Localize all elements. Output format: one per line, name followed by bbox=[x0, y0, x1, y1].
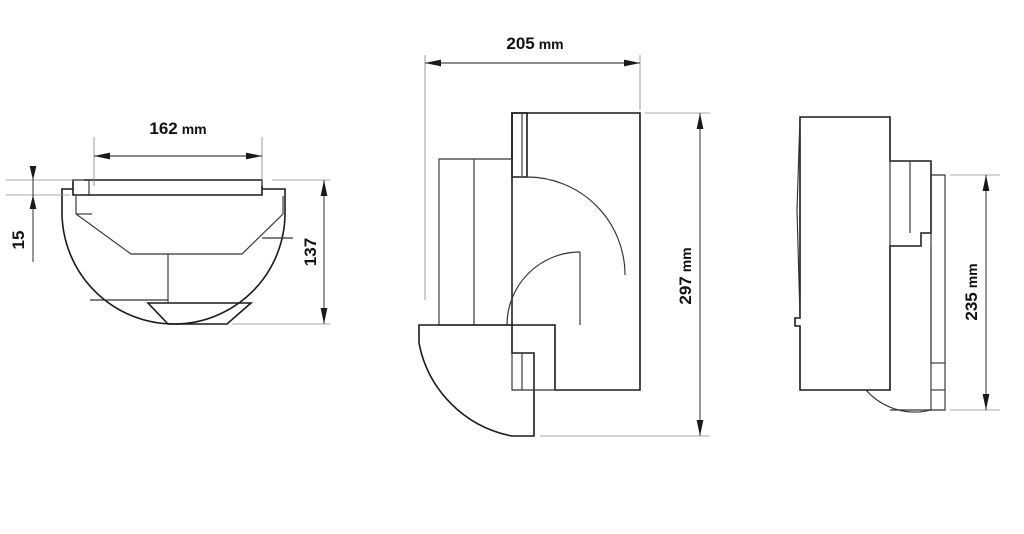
dim-297-label: 297mm bbox=[676, 247, 695, 304]
dim-137-group: 137 bbox=[232, 179, 330, 325]
rear-mount-block bbox=[889, 160, 932, 247]
dim-162-arrow-left bbox=[94, 152, 110, 160]
dim-15-group: 15 bbox=[6, 166, 84, 262]
dim-297-arrow-top bbox=[696, 113, 704, 129]
dim-137-arrow-top bbox=[320, 180, 328, 196]
rear-left-taper-lower bbox=[796, 209, 801, 319]
side-section-view bbox=[418, 112, 641, 437]
rear-left-taper-upper bbox=[796, 116, 801, 211]
dim-297-arrow-bottom bbox=[696, 420, 704, 436]
dim-15-arrow-top bbox=[29, 166, 37, 180]
front-inner-basin bbox=[75, 196, 284, 255]
dim-235-arrow-bottom bbox=[982, 394, 990, 410]
front-top-plate bbox=[72, 179, 263, 196]
dim-235-group: 235mm bbox=[950, 174, 1000, 411]
side-outer-arc bbox=[526, 176, 626, 276]
dim-137-arrow-bottom bbox=[320, 308, 328, 324]
dim-297-group: 297mm bbox=[540, 112, 710, 437]
dim-205-arrow-left bbox=[425, 59, 441, 67]
front-elevation-view bbox=[61, 179, 293, 325]
dim-235-arrow-top bbox=[982, 175, 990, 191]
dim-15-label: 15 bbox=[9, 231, 28, 250]
side-bottom-skirt bbox=[418, 324, 535, 437]
rear-profile-view bbox=[794, 116, 946, 413]
dim-235-label: 235mm bbox=[962, 263, 981, 320]
side-inner-arc bbox=[506, 251, 581, 326]
rear-bottom-arc bbox=[865, 389, 932, 413]
dim-137-label: 137 bbox=[301, 238, 320, 266]
dim-15-arrow-bottom bbox=[29, 195, 37, 209]
dim-205-arrow-right bbox=[624, 59, 640, 67]
dim-162-arrow-right bbox=[246, 152, 262, 160]
front-drip-lip bbox=[146, 302, 254, 325]
